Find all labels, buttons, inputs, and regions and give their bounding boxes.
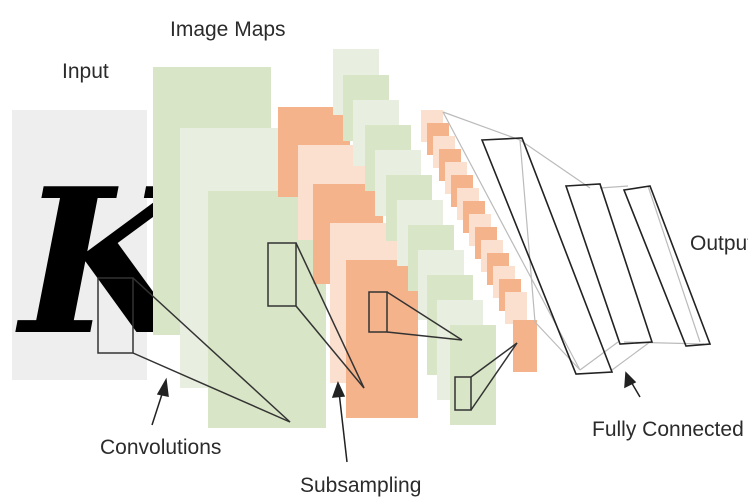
fc-layer-1 [480, 137, 614, 375]
fc-link [519, 139, 591, 189]
fc-link [611, 341, 651, 371]
fc-link [599, 185, 629, 189]
sub1-receptive-field [368, 291, 388, 333]
sub1-connector-top [295, 242, 365, 389]
sub2-map [513, 320, 537, 372]
sub2-connector-bottom [470, 342, 518, 411]
conv1-connector-bottom [132, 352, 291, 423]
input-receptive-field [97, 277, 134, 354]
fc-link [579, 341, 619, 371]
sub2-connector-top [470, 342, 518, 378]
convolutions-arrowhead [156, 377, 169, 397]
fc-link [647, 185, 701, 343]
fully-connected-arrowhead [624, 371, 637, 389]
fc-layer-2 [564, 183, 654, 345]
sub1-connector-bottom [295, 305, 365, 389]
annotation-arrows [151, 371, 641, 463]
fully-connected-label: Fully Connected [592, 418, 744, 441]
subsample1-feature-maps [278, 107, 418, 418]
conv1-connector-top [132, 277, 291, 423]
conv2-connector-bottom [386, 331, 463, 341]
subsampling-arrow-line [338, 391, 348, 463]
image-maps-label: Image Maps [170, 18, 286, 41]
output-label: Output [690, 232, 748, 255]
convolutions-label: Convolutions [100, 436, 221, 459]
conv1-receptive-field [267, 242, 297, 307]
fully-connected-layers [480, 137, 712, 375]
fully-connected-connections [442, 111, 705, 371]
input-label: Input [62, 60, 109, 83]
output-layer [622, 185, 712, 347]
fc-link [534, 321, 581, 371]
conv2-connector-top [386, 291, 463, 341]
conv2-receptive-field [454, 376, 472, 411]
input-image-panel [12, 110, 147, 380]
fc-link [519, 139, 536, 323]
sub2-map [505, 292, 527, 324]
subsampling-label: Subsampling [300, 474, 421, 497]
subsample2-feature-maps [421, 110, 537, 372]
fc-link [442, 111, 521, 141]
subsampling-arrowhead [331, 381, 346, 398]
sub1-map-5 [346, 260, 418, 418]
